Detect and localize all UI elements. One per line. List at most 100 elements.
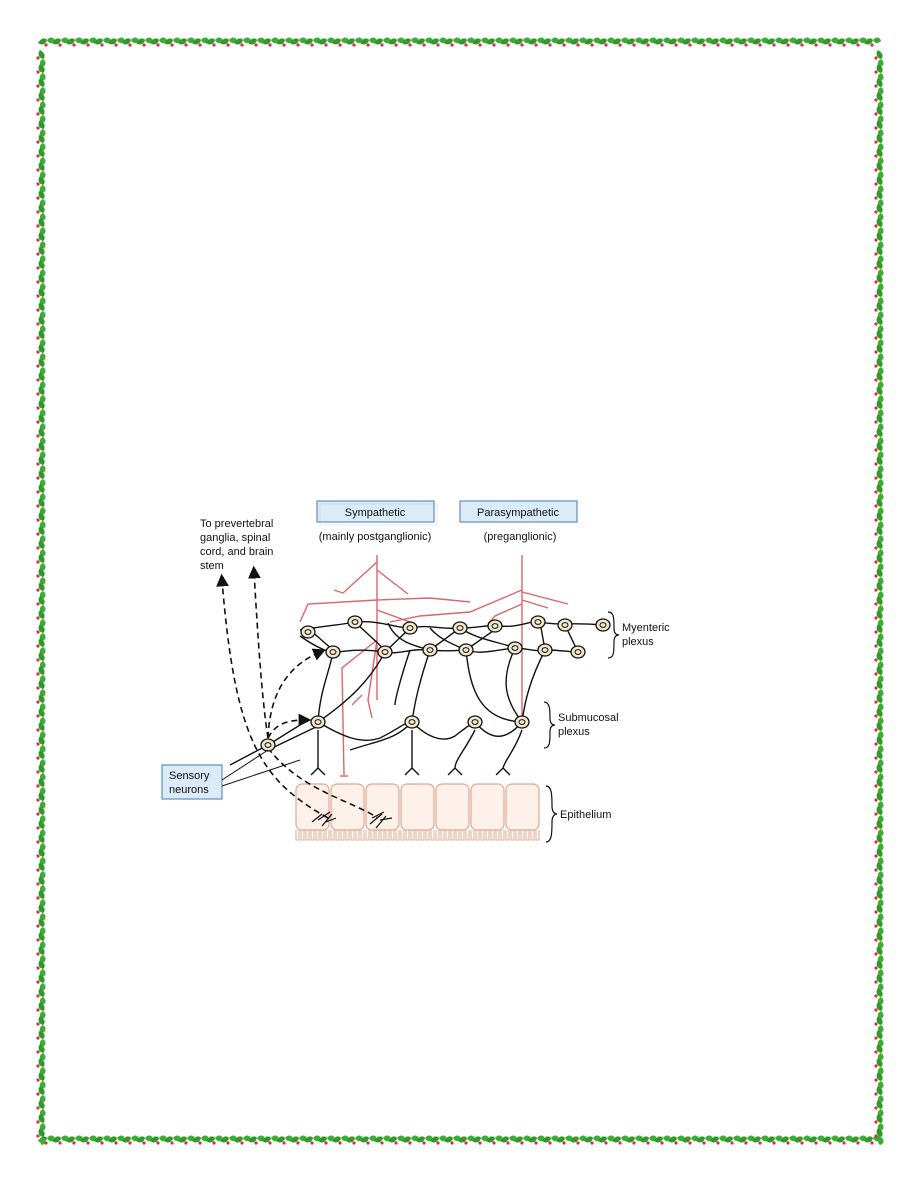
neuron-nucleus: [408, 719, 416, 725]
microvillus: [405, 830, 410, 841]
neuron-nucleus: [314, 719, 322, 725]
microvillus: [485, 830, 490, 841]
microvillus: [305, 830, 310, 841]
microvillus: [520, 830, 525, 841]
microvillus: [430, 830, 435, 841]
microvillus: [370, 830, 375, 841]
microvillus: [380, 830, 385, 841]
neuron-nucleus: [491, 623, 499, 629]
microvillus: [460, 830, 465, 841]
epithelial-cell: [470, 783, 505, 831]
microvillus: [395, 830, 400, 841]
neuron-nucleus: [561, 622, 569, 628]
microvillus: [495, 830, 500, 841]
myenteric-plexus-label-1: Myenteric: [622, 622, 670, 634]
microvillus: [455, 830, 460, 841]
epithelium-bracket: [545, 785, 558, 843]
sensory-neuron-body: [260, 738, 276, 752]
neuron-body: [537, 643, 553, 657]
afferent-destination-line-1: To prevertebral: [200, 518, 273, 530]
neuron-nucleus: [351, 619, 359, 625]
neuron-nucleus: [462, 647, 470, 653]
neuron-nucleus: [511, 645, 519, 651]
microvillus: [400, 830, 405, 841]
microvillus: [530, 830, 535, 841]
microvillus: [415, 830, 420, 841]
microvillus: [360, 830, 365, 841]
microvillus: [375, 830, 380, 841]
neuron-nucleus: [406, 625, 414, 631]
microvillus: [425, 830, 430, 841]
submucosal-plexus-label-1: Submucosal: [558, 712, 619, 724]
neuron-nucleus: [574, 649, 582, 655]
neuron-cell-bodies: [260, 615, 611, 752]
microvillus: [390, 830, 395, 841]
microvillus: [335, 830, 340, 841]
neuron-body: [404, 715, 420, 729]
neuron-body: [487, 619, 503, 633]
afferent-destination-label: To prevertebral ganglia, spinal cord, an…: [200, 518, 273, 572]
neuron-nucleus: [471, 719, 479, 725]
microvillus: [365, 830, 370, 841]
neuron-body: [300, 625, 316, 639]
sensory-neurons-line-1: Sensory: [169, 770, 210, 782]
microvillus: [310, 830, 315, 841]
microvillus: [525, 830, 530, 841]
microvillus: [325, 830, 330, 841]
neuron-body: [467, 715, 483, 729]
epithelial-cell: [330, 783, 365, 831]
sensory-path-to-epithelium: [267, 747, 379, 819]
microvillus: [410, 830, 415, 841]
microvillus: [295, 830, 300, 841]
parasympathetic-title: Parasympathetic: [477, 507, 559, 519]
neuron-body: [377, 645, 393, 659]
microvillus: [315, 830, 320, 841]
microvillus: [385, 830, 390, 841]
microvillus: [480, 830, 485, 841]
microvillus: [440, 830, 445, 841]
microvillus: [420, 830, 425, 841]
neuron-nucleus: [534, 619, 542, 625]
sensory-receptor-endings: [311, 811, 393, 829]
afferent-path-to-cns-2: [247, 565, 269, 739]
sympathetic-subtitle: (mainly postganglionic): [319, 531, 432, 543]
microvillus: [340, 830, 345, 841]
microvillus: [345, 830, 350, 841]
epithelial-cell: [435, 783, 470, 831]
microvillus: [355, 830, 360, 841]
neuron-nucleus: [541, 647, 549, 653]
epithelial-cell: [505, 783, 540, 831]
microvillus: [515, 830, 520, 841]
neuron-nucleus: [426, 647, 434, 653]
microvillus: [535, 830, 540, 841]
neuron-body: [570, 645, 586, 659]
neuron-nucleus: [381, 649, 389, 655]
sympathetic-label-box: Sympathetic: [316, 500, 438, 526]
microvillus: [510, 830, 515, 841]
microvillus: [330, 830, 335, 841]
parasympathetic-label-box: Parasympathetic: [459, 500, 578, 523]
microvillus: [450, 830, 455, 841]
neuron-body: [514, 715, 530, 729]
neuron-body: [347, 615, 363, 629]
microvillus: [350, 830, 355, 841]
microvillus: [505, 830, 510, 841]
microvillus: [300, 830, 305, 841]
neuron-nucleus: [456, 625, 464, 631]
afferent-destination-line-2: ganglia, spinal: [200, 532, 270, 544]
microvillus: [435, 830, 440, 841]
autonomic-fibers: [299, 555, 569, 777]
epithelial-cell: [400, 783, 435, 831]
neuron-body: [422, 643, 438, 657]
myenteric-plexus-bracket: [607, 611, 620, 659]
neuron-nucleus: [304, 629, 312, 635]
microvillus: [465, 830, 470, 841]
myenteric-plexus-label-2: plexus: [622, 636, 654, 648]
sensory-afferent-paths: [216, 565, 379, 819]
epithelium-label: Epithelium: [560, 809, 611, 821]
afferent-path-to-cns-1: [216, 573, 329, 819]
neuron-body: [310, 715, 326, 729]
neuron-body: [557, 618, 573, 632]
neuron-body: [325, 645, 341, 659]
